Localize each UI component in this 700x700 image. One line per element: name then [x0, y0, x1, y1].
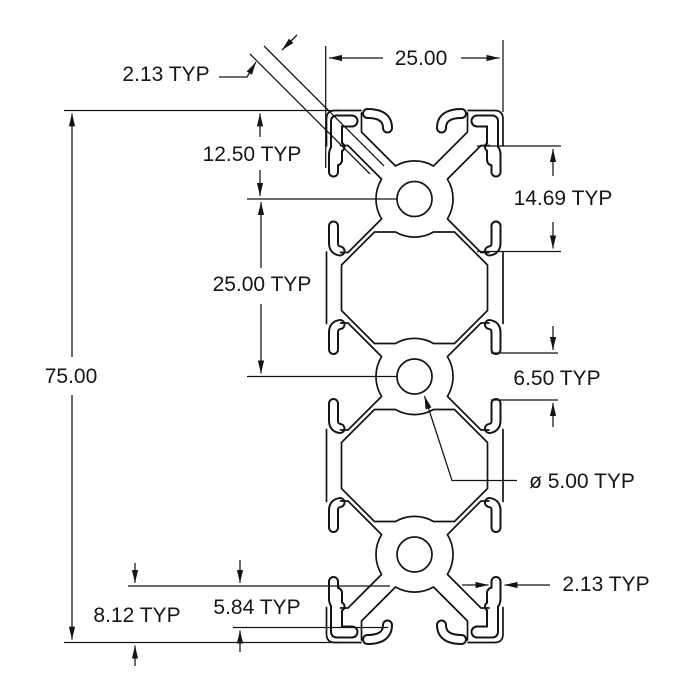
dim-overall-width-label: 25.00 [395, 47, 448, 70]
slot-lips-and-corner-pockets [328, 108, 502, 645]
dim-hole-pitch [247, 202, 397, 378]
dim-first-hole-offset [247, 113, 397, 200]
interior-void-lower [340, 408, 489, 523]
t-slot-cavity-left-3 [339, 500, 383, 609]
dim-slot-opening-label: 6.50 TYP [513, 367, 600, 390]
t-slot-cavity-right-2 [446, 322, 490, 431]
extension-line-diagonal [263, 45, 385, 167]
dimension-labels: 2.13 TYP 25.00 12.50 TYP 14.69 TYP 25.00… [45, 47, 650, 627]
t-slot-cavity-bottom [360, 586, 469, 641]
dim-lip-span-label: 14.69 TYP [514, 187, 613, 210]
t-slot-cavity-right-1 [446, 144, 490, 254]
t-slot-lip-cores [330, 110, 500, 643]
dim-overall-height [64, 109, 340, 644]
dim-lip-thickness-label: 2.13 TYP [562, 573, 649, 596]
dim-wall-thickness [219, 34, 385, 175]
interior-void-upper [340, 231, 489, 345]
dim-bottom-slot-offset-label: 5.84 TYP [213, 596, 300, 619]
leader-line [423, 395, 517, 482]
dim-slot-opening [491, 326, 558, 427]
dimension-graphics [64, 34, 561, 666]
dim-lip-span [477, 145, 561, 253]
dim-wall-thickness-label: 2.13 TYP [122, 63, 209, 86]
t-slot-cavity-right-3 [446, 500, 490, 609]
dim-bottom-offsets [128, 560, 390, 666]
center-hole-bottom [396, 536, 433, 573]
extension-line-diagonal [249, 53, 371, 175]
leader-line [281, 34, 298, 51]
face-bottom-right [467, 606, 504, 644]
dim-first-hole-offset-label: 12.50 TYP [203, 143, 302, 166]
dim-hole-diameter [423, 395, 517, 482]
dim-hole-diameter-label: ø 5.00 TYP [529, 470, 635, 493]
dim-overall-height-label: 75.00 [45, 365, 98, 388]
face-top-right [467, 109, 504, 147]
t-slot-cavity-top [360, 112, 469, 167]
profile-outline [325, 109, 504, 644]
dim-bottom-edge-offset-label: 8.12 TYP [93, 604, 180, 627]
leader-line [219, 61, 257, 78]
dim-hole-pitch-label: 25.00 TYP [213, 273, 312, 296]
